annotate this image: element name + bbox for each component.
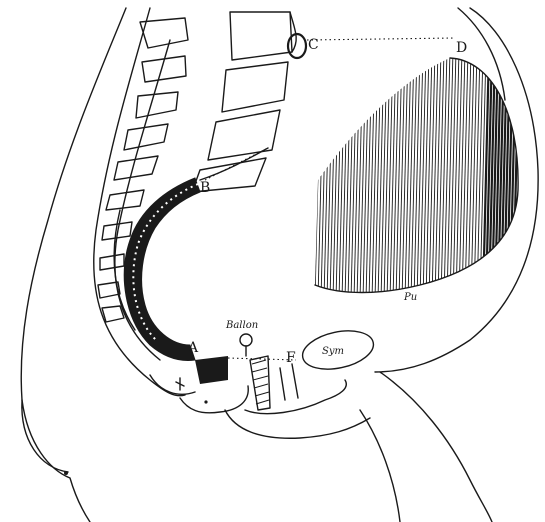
bladder-hatch-line bbox=[408, 50, 414, 300]
urethra-front bbox=[280, 368, 285, 400]
label-b: B bbox=[200, 180, 210, 196]
bladder-hatch-line bbox=[306, 50, 312, 300]
bladder-hatch-line bbox=[450, 50, 456, 300]
perineal-mark bbox=[176, 378, 184, 390]
label-balloon: Ballon bbox=[225, 320, 258, 331]
bladder-hatch-line bbox=[312, 50, 318, 300]
bladder-hatch-line bbox=[441, 50, 447, 300]
bladder-hatch-line bbox=[381, 50, 387, 300]
urethra-back bbox=[292, 364, 298, 398]
labia-line bbox=[225, 410, 370, 438]
bladder-hatch-line bbox=[465, 50, 471, 300]
bladder-hatch-line bbox=[315, 50, 321, 300]
bladder-hatch-line bbox=[423, 50, 429, 300]
vertebral-column bbox=[192, 12, 296, 192]
vaginal-wall-hatched bbox=[250, 356, 270, 410]
bladder-hatch-line bbox=[330, 50, 336, 300]
bladder-hatch-line bbox=[390, 50, 396, 300]
bladder-hatch-line bbox=[336, 50, 342, 300]
bladder-hatch-line bbox=[414, 50, 420, 300]
perineum-shape bbox=[180, 386, 248, 413]
label-f: F bbox=[286, 350, 296, 366]
bladder-hatch-line bbox=[354, 50, 360, 300]
label-d: D bbox=[456, 40, 467, 56]
bladder-hatch-line bbox=[369, 50, 375, 300]
bladder-hatch-line bbox=[411, 50, 417, 300]
conjugate-line-cd bbox=[307, 38, 455, 40]
bladder-hatch-line bbox=[387, 50, 393, 300]
bladder-hatch-line bbox=[393, 50, 399, 300]
label-c: C bbox=[308, 37, 319, 53]
bladder-hatch-line bbox=[438, 50, 444, 300]
bladder-hatch-line bbox=[360, 50, 366, 300]
sacral-segments bbox=[98, 18, 188, 322]
bladder-hatch-line bbox=[459, 50, 465, 300]
bladder-hatch-line bbox=[432, 50, 438, 300]
outer-body-contour bbox=[21, 8, 126, 522]
bladder-hatch-line bbox=[417, 50, 423, 300]
bladder-hatch-line bbox=[447, 50, 453, 300]
bladder-hatch-line bbox=[456, 50, 462, 300]
bladder-hatch-line bbox=[372, 50, 378, 300]
bladder-hatch-line bbox=[399, 50, 405, 300]
bladder-hatch-line bbox=[366, 50, 372, 300]
bladder-hatch-line bbox=[405, 50, 411, 300]
bladder-hatch-line bbox=[378, 50, 384, 300]
label-sym: Sym bbox=[322, 346, 344, 357]
bladder-hatch-line bbox=[375, 50, 381, 300]
bladder-hatch-line bbox=[468, 50, 474, 300]
bladder-hatch-line bbox=[363, 50, 369, 300]
balloon-marker bbox=[240, 334, 252, 346]
bladder-hatch-line bbox=[321, 50, 327, 300]
bladder-hatch-line bbox=[477, 50, 483, 300]
bladder-hatch-line bbox=[396, 50, 402, 300]
anal-canal bbox=[150, 375, 195, 394]
anal-sphincter-block bbox=[195, 356, 228, 384]
bladder-hatch-line bbox=[318, 50, 324, 300]
bladder-hatch-line bbox=[462, 50, 468, 300]
bladder-hatch-line bbox=[426, 50, 432, 300]
bladder-hatch-line bbox=[345, 50, 351, 300]
bladder-hatch-line bbox=[309, 50, 315, 300]
bladder-hatch-line bbox=[348, 50, 354, 300]
label-a: A bbox=[187, 340, 199, 356]
promontory-ring bbox=[288, 34, 306, 58]
bladder-hatched bbox=[306, 50, 519, 300]
skin-dot bbox=[64, 471, 68, 475]
bladder-hatch-line bbox=[384, 50, 390, 300]
bladder-hatch-line bbox=[453, 50, 459, 300]
bladder-hatch-line bbox=[402, 50, 408, 300]
bladder-hatch-line bbox=[429, 50, 435, 300]
bladder-hatch-line bbox=[444, 50, 450, 300]
bladder-hatch-line bbox=[420, 50, 426, 300]
bladder-hatch-line bbox=[339, 50, 345, 300]
bladder-hatch-line bbox=[327, 50, 333, 300]
buttock-lower-contour bbox=[22, 400, 68, 472]
bladder-hatch-line bbox=[351, 50, 357, 300]
bladder-hatch-line bbox=[435, 50, 441, 300]
small-dot bbox=[204, 400, 207, 403]
bladder-hatch-line bbox=[333, 50, 339, 300]
bladder-hatch-line bbox=[357, 50, 363, 300]
label-pubis: Pu bbox=[403, 292, 417, 303]
bladder-hatch-line bbox=[342, 50, 348, 300]
bladder-hatch-line bbox=[324, 50, 330, 300]
thigh-line bbox=[360, 410, 400, 522]
